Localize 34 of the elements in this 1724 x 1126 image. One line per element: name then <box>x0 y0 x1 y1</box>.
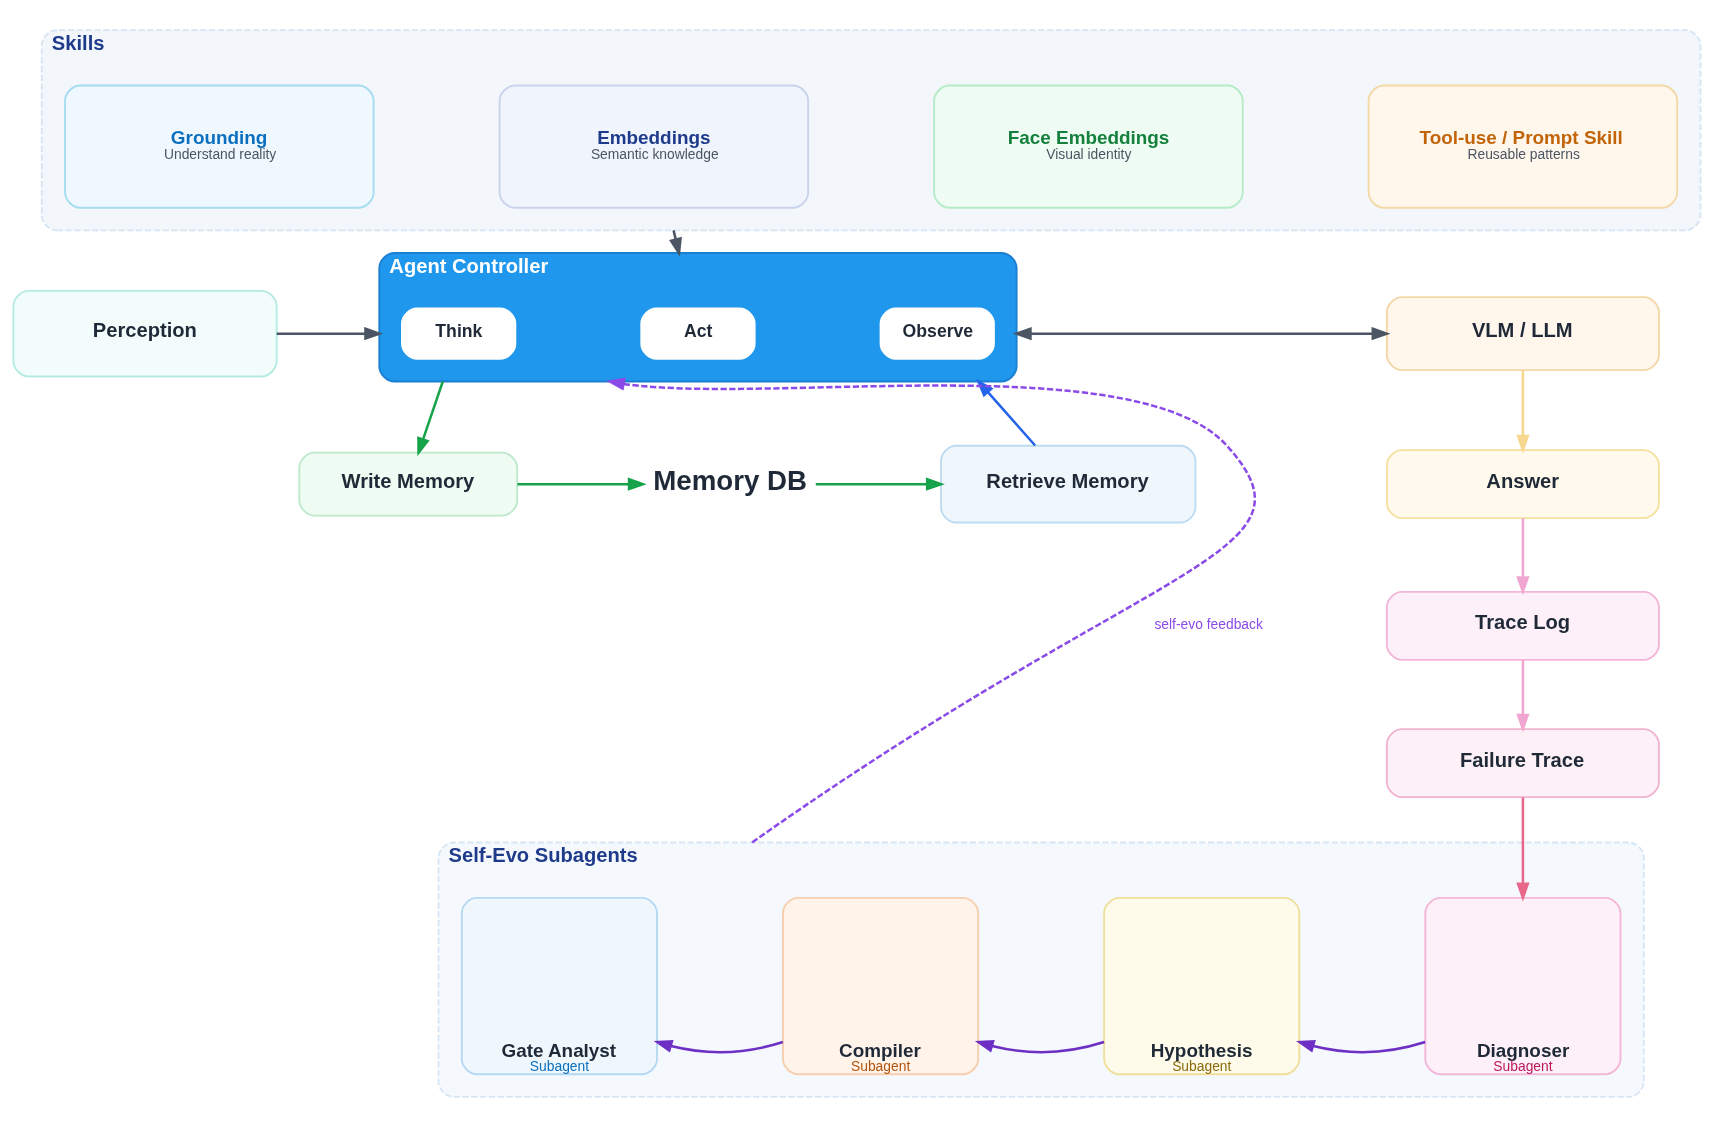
arrow <box>276 326 384 340</box>
arrow <box>975 378 1037 446</box>
arrow <box>606 377 1255 843</box>
node-box: Write Memory <box>298 451 519 517</box>
node-box: Face Embeddings Visual identity <box>933 84 1244 209</box>
arrow <box>974 1039 1105 1053</box>
node-box: Gate Analyst Subagent <box>460 896 658 1075</box>
node-box: Tool-use / Prompt Skill Reusable patterns <box>1367 84 1679 209</box>
arrow <box>1516 796 1530 902</box>
node-box: Retrieve Memory <box>940 444 1197 523</box>
arrow <box>1295 1039 1426 1053</box>
node-box: Compiler Subagent <box>782 896 980 1075</box>
node-box: Diagnoser Subagent <box>1424 896 1622 1075</box>
node-box: VLM / LLM <box>1385 295 1660 371</box>
arrow <box>1516 369 1530 454</box>
node-text: Memory DB <box>653 464 808 496</box>
node-box: Answer <box>1385 448 1660 519</box>
node-box: Perception <box>12 289 278 377</box>
node-box: Embeddings Semantic knowledge <box>498 84 810 209</box>
node-box: Grounding Understand reality <box>64 84 375 209</box>
node-box: Hypothesis Subagent <box>1103 896 1301 1075</box>
arrow <box>1516 517 1530 595</box>
node-box: Think <box>401 307 517 360</box>
node-box: Trace Log <box>1385 590 1660 661</box>
arrow <box>653 1039 784 1053</box>
node-box: Act <box>640 307 756 360</box>
node-box: Observe <box>879 307 995 360</box>
edge-label: self-evo feedback <box>1154 615 1263 632</box>
node-box: Failure Trace <box>1385 727 1660 798</box>
arrow <box>1012 326 1391 340</box>
arrow <box>815 477 945 491</box>
arrow <box>417 380 444 456</box>
arrow <box>517 477 647 491</box>
arrow <box>1516 659 1530 733</box>
